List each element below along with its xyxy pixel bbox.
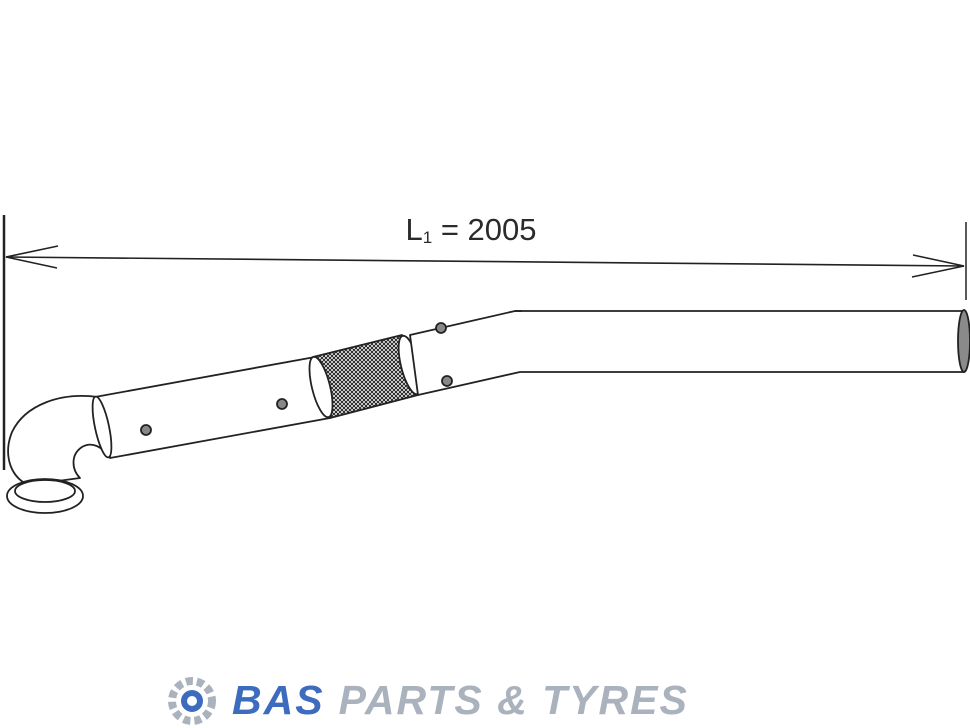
gear-logo-icon (168, 677, 216, 725)
rivet-icon (140, 424, 152, 436)
dimension-value: 2005 (467, 212, 537, 247)
logo-brand-text: BAS (232, 677, 325, 723)
rivet-icon (441, 375, 453, 387)
length-dimension-label: L1 = 2005 (0, 212, 970, 248)
dimension-subscript: 1 (422, 228, 433, 247)
rivet-icon (435, 322, 447, 334)
dimension-equals: = (440, 212, 459, 247)
exhaust-pipe-icon (6, 309, 970, 514)
rivet-icon (276, 398, 288, 410)
dimension-symbol: L (405, 212, 423, 247)
logo-tagline-text: PARTS & TYRES (338, 677, 689, 723)
bas-parts-tyres-logo: BAS PARTS & TYRES (162, 675, 822, 727)
dimension-arrow (5, 245, 965, 278)
